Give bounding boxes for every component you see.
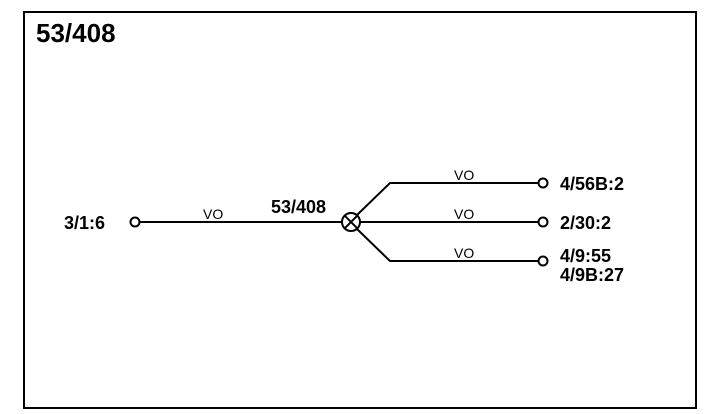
- diagram-title: 53/408: [36, 18, 116, 48]
- wire-branch-3-color: VO: [454, 245, 474, 261]
- left-connector-label: 3/1:6: [64, 213, 105, 233]
- connector-3-label-2: 4/9B:27: [560, 265, 624, 285]
- splice-symbol-icon: [341, 212, 361, 232]
- wire-branch-2-color: VO: [454, 206, 474, 222]
- connector-2-label: 2/30:2: [560, 213, 611, 233]
- connector-1-label: 4/56B:2: [560, 174, 624, 194]
- left-wire-color: VO: [203, 206, 223, 222]
- wire-branch-1: [356, 182, 538, 216]
- wire-branch-3: [356, 228, 538, 262]
- connector-2-terminal: [537, 216, 549, 228]
- left-connector-terminal: [129, 216, 141, 228]
- diagram-frame: [23, 11, 697, 409]
- connector-3-label: 4/9:55: [560, 246, 611, 266]
- wire-branch-1-color: VO: [454, 167, 474, 183]
- connector-1-terminal: [537, 177, 549, 189]
- splice-label: 53/408: [271, 197, 326, 217]
- connector-3-terminal: [537, 255, 549, 267]
